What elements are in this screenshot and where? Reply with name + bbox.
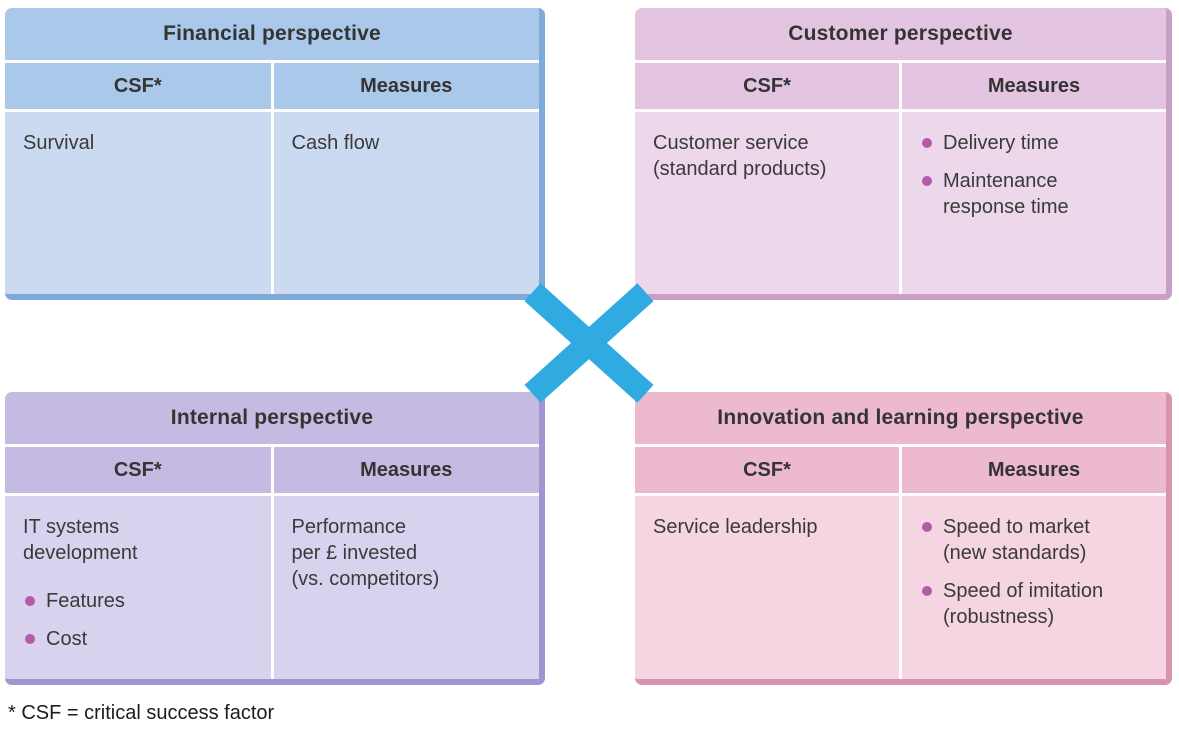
quadrant-table: CSF* Measures Customer service (standard…	[635, 63, 1166, 294]
center-cross-icon	[524, 283, 654, 403]
measures-cell: Cash flow	[273, 112, 539, 294]
text-item: Customer service (standard products)	[653, 130, 883, 182]
bullet-item: Speed of imitation (robustness)	[920, 578, 1150, 630]
measures-column-header: Measures	[273, 447, 539, 493]
csf-column-header: CSF*	[5, 63, 271, 109]
text-item: Survival	[23, 130, 255, 156]
measures-column-header: Measures	[902, 63, 1166, 109]
bullet-item: Delivery time	[920, 130, 1150, 156]
csf-column-header: CSF*	[5, 447, 271, 493]
bullet-icon	[922, 522, 932, 532]
bullet-item: Speed to market (new standards)	[920, 514, 1150, 566]
quadrant-financial: Financial perspective CSF* Measures Surv…	[5, 8, 545, 300]
footnote-text: * CSF = critical success factor	[8, 702, 275, 724]
quadrant-internal: Internal perspective CSF* Measures IT sy…	[5, 392, 545, 685]
quadrant-title: Internal perspective	[5, 392, 539, 444]
bullet-icon	[25, 596, 35, 606]
csf-column-header: CSF*	[635, 63, 899, 109]
item-text: IT systems development	[23, 516, 138, 564]
text-item: Performance per £ invested (vs. competit…	[292, 514, 524, 592]
text-item: Cash flow	[292, 130, 524, 156]
item-text: Performance per £ invested (vs. competit…	[291, 516, 440, 590]
item-text: Speed of imitation (robustness)	[943, 580, 1104, 628]
bullet-icon	[922, 176, 932, 186]
item-text: Service leadership	[653, 516, 818, 538]
quadrant-table: CSF* Measures Service leadership Speed t…	[635, 447, 1166, 679]
item-text: Survival	[23, 132, 95, 154]
measures-column-header: Measures	[902, 447, 1166, 493]
bullet-item: Maintenance response time	[920, 168, 1150, 220]
quadrant-table: CSF* Measures Survival Cash flow	[5, 63, 539, 294]
measures-cell: Performance per £ invested (vs. competit…	[273, 496, 539, 679]
csf-column-header: CSF*	[635, 447, 899, 493]
quadrant-innovation: Innovation and learning perspective CSF*…	[635, 392, 1172, 685]
item-text: Cost	[46, 628, 88, 650]
quadrant-title: Financial perspective	[5, 8, 539, 60]
measures-cell: Speed to market (new standards) Speed of …	[902, 496, 1166, 679]
item-text: Delivery time	[943, 132, 1059, 154]
item-text: Speed to market (new standards)	[943, 516, 1090, 564]
item-text: Cash flow	[291, 132, 380, 154]
bullet-item: Features	[23, 588, 255, 614]
text-item: Service leadership	[653, 514, 883, 540]
measures-column-header: Measures	[273, 63, 539, 109]
bullet-icon	[25, 634, 35, 644]
bullet-item: Cost	[23, 626, 255, 652]
quadrant-title: Customer perspective	[635, 8, 1166, 60]
item-text: Features	[46, 590, 125, 612]
quadrant-customer: Customer perspective CSF* Measures Custo…	[635, 8, 1172, 300]
csf-cell: Service leadership	[635, 496, 899, 679]
quadrant-title: Innovation and learning perspective	[635, 392, 1166, 444]
csf-cell: Survival	[5, 112, 271, 294]
item-text: Customer service (standard products)	[653, 132, 827, 180]
text-item: IT systems development	[23, 514, 255, 566]
bullet-icon	[922, 138, 932, 148]
csf-cell: Customer service (standard products)	[635, 112, 899, 294]
bullet-icon	[922, 586, 932, 596]
item-text: Maintenance response time	[943, 170, 1069, 218]
